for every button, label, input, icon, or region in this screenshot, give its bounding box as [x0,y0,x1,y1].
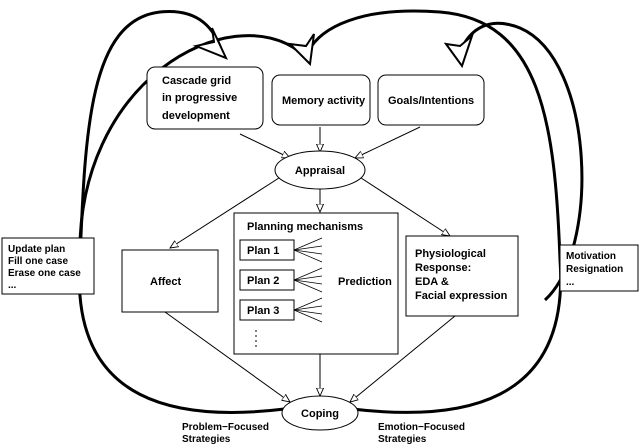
cascade-line-2: in progressive [162,92,237,104]
loop-arrowheads [192,27,475,69]
arrow-goals-appraisal [355,126,421,158]
planning-box: Planning mechanisms Plan 1 Plan 2 Plan 3… [233,212,399,355]
arrow-appraisal-physio [357,175,450,236]
physio-line-1: Physiological [415,248,486,260]
problem-line-2: Strategies [182,434,231,445]
right-side-line-1: Motivation [566,251,616,262]
arrowhead-memory-icon [287,33,315,67]
problem-line-1: Problem−Focused [182,422,269,433]
affect-label: Affect [150,276,182,288]
left-side-line-4: ... [8,280,17,291]
emotion-line-2: Strategies [378,434,427,445]
left-side-box: Update plan Fill one case Erase one case… [1,237,95,295]
goals-label: Goals/Intentions [388,95,474,107]
plan-1-label: Plan 1 [247,245,279,257]
plan-2-label: Plan 2 [247,275,279,287]
coping-label: Coping [301,408,339,420]
cascade-box: Cascade grid in progressive development [146,66,264,130]
arrowhead-goals-icon [443,32,475,69]
physio-line-4: Facial expression [415,290,508,302]
physio-line-3: EDA & [415,276,449,288]
affect-box: Affect [121,249,219,313]
appraisal-node: Appraisal [274,150,366,190]
appraisal-label: Appraisal [295,165,345,177]
emotion-focused-caption: Emotion−Focused Strategies [378,422,465,445]
emotion-line-1: Emotion−Focused [378,422,465,433]
plan-3-label: Plan 3 [247,305,279,317]
cascade-line-3: development [162,110,230,122]
prediction-fans [293,237,323,323]
flow-arrows [164,126,456,402]
right-side-line-2: Resignation [566,264,623,275]
arrow-appraisal-affect [170,175,283,248]
arrow-affect-coping [164,311,290,402]
arrow-cascade-appraisal [239,133,290,158]
left-side-line-3: Erase one case [8,268,81,279]
right-side-line-3: ... [566,277,575,288]
prediction-label: Prediction [338,276,392,288]
arrow-physio-coping [350,315,456,402]
arrowhead-cascade-icon [192,27,228,60]
physio-box: Physiological Response: EDA & Facial exp… [405,235,519,317]
goals-box: Goals/Intentions [377,74,485,126]
cascade-line-1: Cascade grid [162,75,231,87]
physio-line-2: Response: [415,262,471,274]
memory-label: Memory activity [282,95,366,107]
left-side-line-2: Fill one case [8,256,68,267]
problem-focused-caption: Problem−Focused Strategies [182,422,269,445]
coping-node: Coping [281,395,359,431]
left-side-line-1: Update plan [8,244,65,255]
planning-title: Planning mechanisms [247,221,363,233]
memory-box: Memory activity [271,74,371,126]
left-loop-curve [77,10,319,414]
right-side-box: Motivation Resignation ... [559,244,639,292]
mid-loop-curve [306,9,563,414]
